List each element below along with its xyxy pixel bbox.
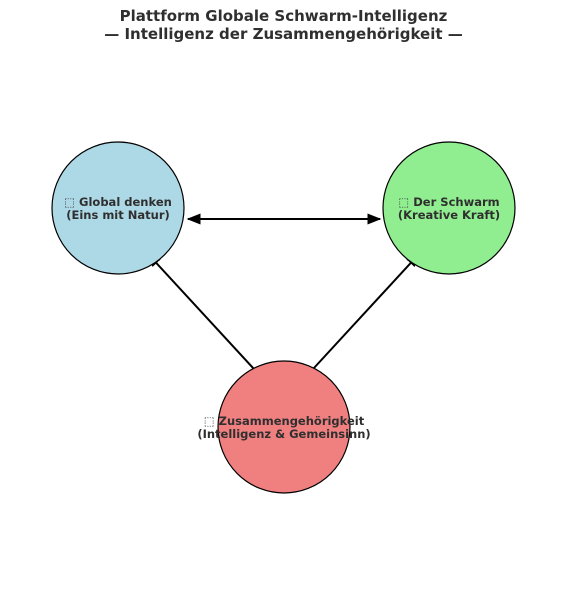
node-zusammengehoerigkeit-circle — [217, 360, 351, 494]
diagram-subtitle: — Intelligenz der Zusammengehörigkeit — — [104, 25, 463, 43]
node-der-schwarm-title: ⬚ Der Schwarm — [398, 195, 499, 209]
node-global-denken: ⬚ Global denken (Eins mit Natur) — [51, 141, 185, 275]
node-global-denken-subtitle: (Eins mit Natur) — [66, 208, 170, 222]
diagram-title: Plattform Globale Schwarm-Intelligenz — [119, 7, 448, 25]
node-global-denken-title: ⬚ Global denken — [64, 195, 172, 209]
node-zusammengehoerigkeit-title: ⬚ Zusammengehörigkeit — [204, 414, 365, 428]
node-der-schwarm-circle — [382, 141, 516, 275]
edge-global-zusammen — [147, 252, 266, 383]
edge-schwarm-zusammen — [301, 252, 420, 383]
node-zusammengehoerigkeit-subtitle: (Intelligenz & Gemeinsinn) — [197, 427, 370, 441]
node-global-denken-circle — [51, 141, 185, 275]
node-der-schwarm: ⬚ Der Schwarm (Kreative Kraft) — [382, 141, 516, 275]
node-der-schwarm-subtitle: (Kreative Kraft) — [398, 208, 500, 222]
node-zusammengehoerigkeit: ⬚ Zusammengehörigkeit (Intelligenz & Gem… — [197, 360, 371, 494]
